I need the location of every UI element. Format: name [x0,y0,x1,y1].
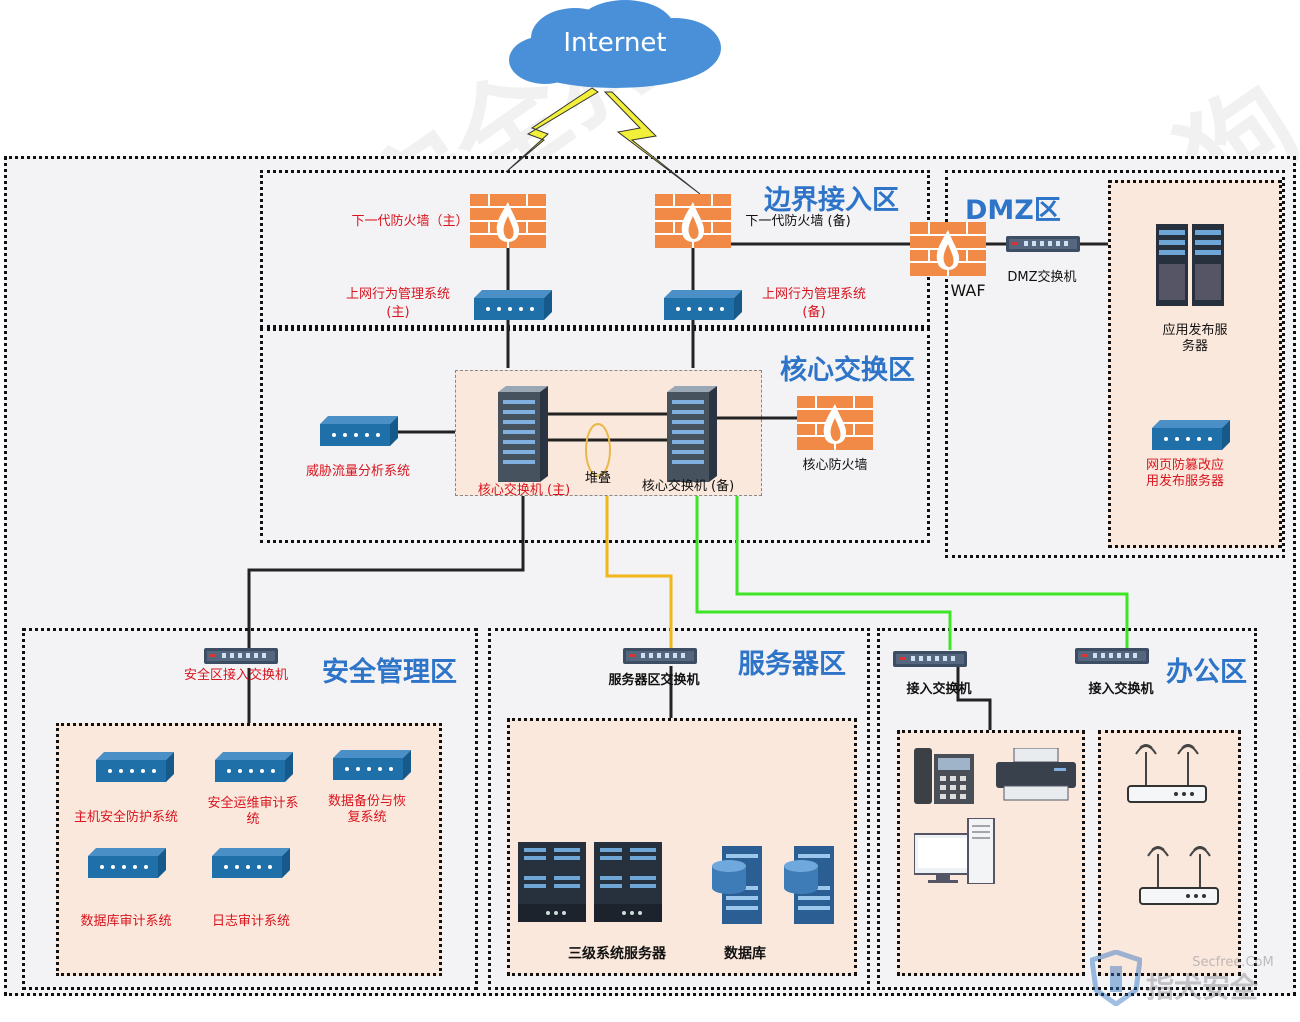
database-2-icon [784,846,834,924]
app-server-label-2: 务器 [1181,339,1208,354]
core-firewall-icon [797,396,873,450]
antitamper-label-2: 用发布服务器 [1145,474,1224,489]
core-main-label: 核心交换机 (主) [477,483,571,498]
internet-label: Internet [563,28,667,58]
ops-audit-label-1: 安全运维审计系 [207,796,299,811]
desktop-pc-icon [914,818,995,884]
security-switch-label: 安全区接入交换机 [183,668,288,683]
stack-label: 堆叠 [584,471,611,486]
internet-cloud-icon [509,0,721,88]
firewall-main-icon [470,194,546,248]
app-server-label-1: 应用发布服 [1162,323,1228,338]
fw-main-label: 下一代防火墙（主） [351,214,469,229]
wifi-router-2-icon [1139,846,1219,905]
threat-analysis-icon [320,416,398,446]
core-backup-label: 核心交换机 (备) [641,479,735,494]
office-switch-1-icon [893,651,967,667]
ops-audit-icon [215,752,293,782]
host-security-icon [96,752,174,782]
behavior-main-label-2: (主) [386,305,410,320]
behavior-mgmt-backup-icon [664,290,742,320]
wifi-router-1-icon [1127,744,1207,803]
shield-logo-icon [1090,950,1142,1006]
server-zone-switch-icon [623,648,697,664]
zone-title-office: 办公区 [1166,657,1247,688]
behavior-mgmt-main-icon [474,290,552,320]
ops-audit-label-2: 统 [246,812,260,827]
core-switch-main-icon [498,386,548,482]
waf-label: WAF [950,281,986,300]
dmz-switch-icon [1006,236,1080,252]
zone-title-dmz: DMZ区 [965,195,1061,226]
office-switch-2-label: 接入交换机 [1088,682,1154,697]
db-audit-label: 数据库审计系统 [80,914,172,929]
office-wifi-box [1098,730,1241,976]
data-backup-icon [333,750,411,780]
tier3-servers-label: 三级系统服务器 [568,946,666,962]
host-security-label: 主机安全防护系统 [73,810,178,825]
ip-phone-icon [914,748,974,804]
backup-label-1: 数据备份与恢 [327,794,406,809]
behavior-backup-label-1: 上网行为管理系统 [761,287,866,302]
threat-label: 威胁流量分析系统 [305,464,410,479]
behavior-main-label-1: 上网行为管理系统 [345,287,450,302]
database-label: 数据库 [724,946,766,962]
waf-firewall-icon [910,222,986,276]
core-switch-backup-icon [667,386,717,482]
antitamper-label-1: 网页防篡改应 [1145,458,1224,473]
dmz-switch-label: DMZ交换机 [1007,270,1077,285]
backup-label-2: 复系统 [347,810,387,825]
behavior-backup-label-2: (备) [802,305,826,320]
zone-title-security: 安全管理区 [322,657,457,688]
log-audit-icon [212,848,290,878]
office-switch-2-icon [1075,648,1149,664]
db-audit-icon [88,848,166,878]
tier3-server-2-icon [594,842,662,922]
zone-boundary [260,170,930,328]
watermark-logo-text: 指犬安全 [1146,971,1259,1004]
zone-title-server: 服务器区 [738,649,846,680]
fw-backup-label: 下一代防火墙 (备) [745,214,851,229]
firewall-backup-icon [655,194,731,248]
antitamper-server-icon [1152,420,1230,450]
tier3-server-1-icon [518,842,586,922]
security-access-switch-icon [204,648,278,664]
app-server-icon [1156,224,1224,306]
core-fw-label: 核心防火墙 [802,458,868,473]
dmz-server-box [1108,180,1282,548]
database-1-icon [712,846,762,924]
watermark-site: Secfree.CoM [1192,955,1274,970]
zone-title-core: 核心交换区 [780,355,915,386]
printer-icon [996,748,1076,801]
zone-title-boundary: 边界接入区 [764,185,899,216]
server-switch-label: 服务器区交换机 [608,673,700,688]
office-switch-1-label: 接入交换机 [906,682,972,697]
log-audit-label: 日志审计系统 [211,914,290,929]
